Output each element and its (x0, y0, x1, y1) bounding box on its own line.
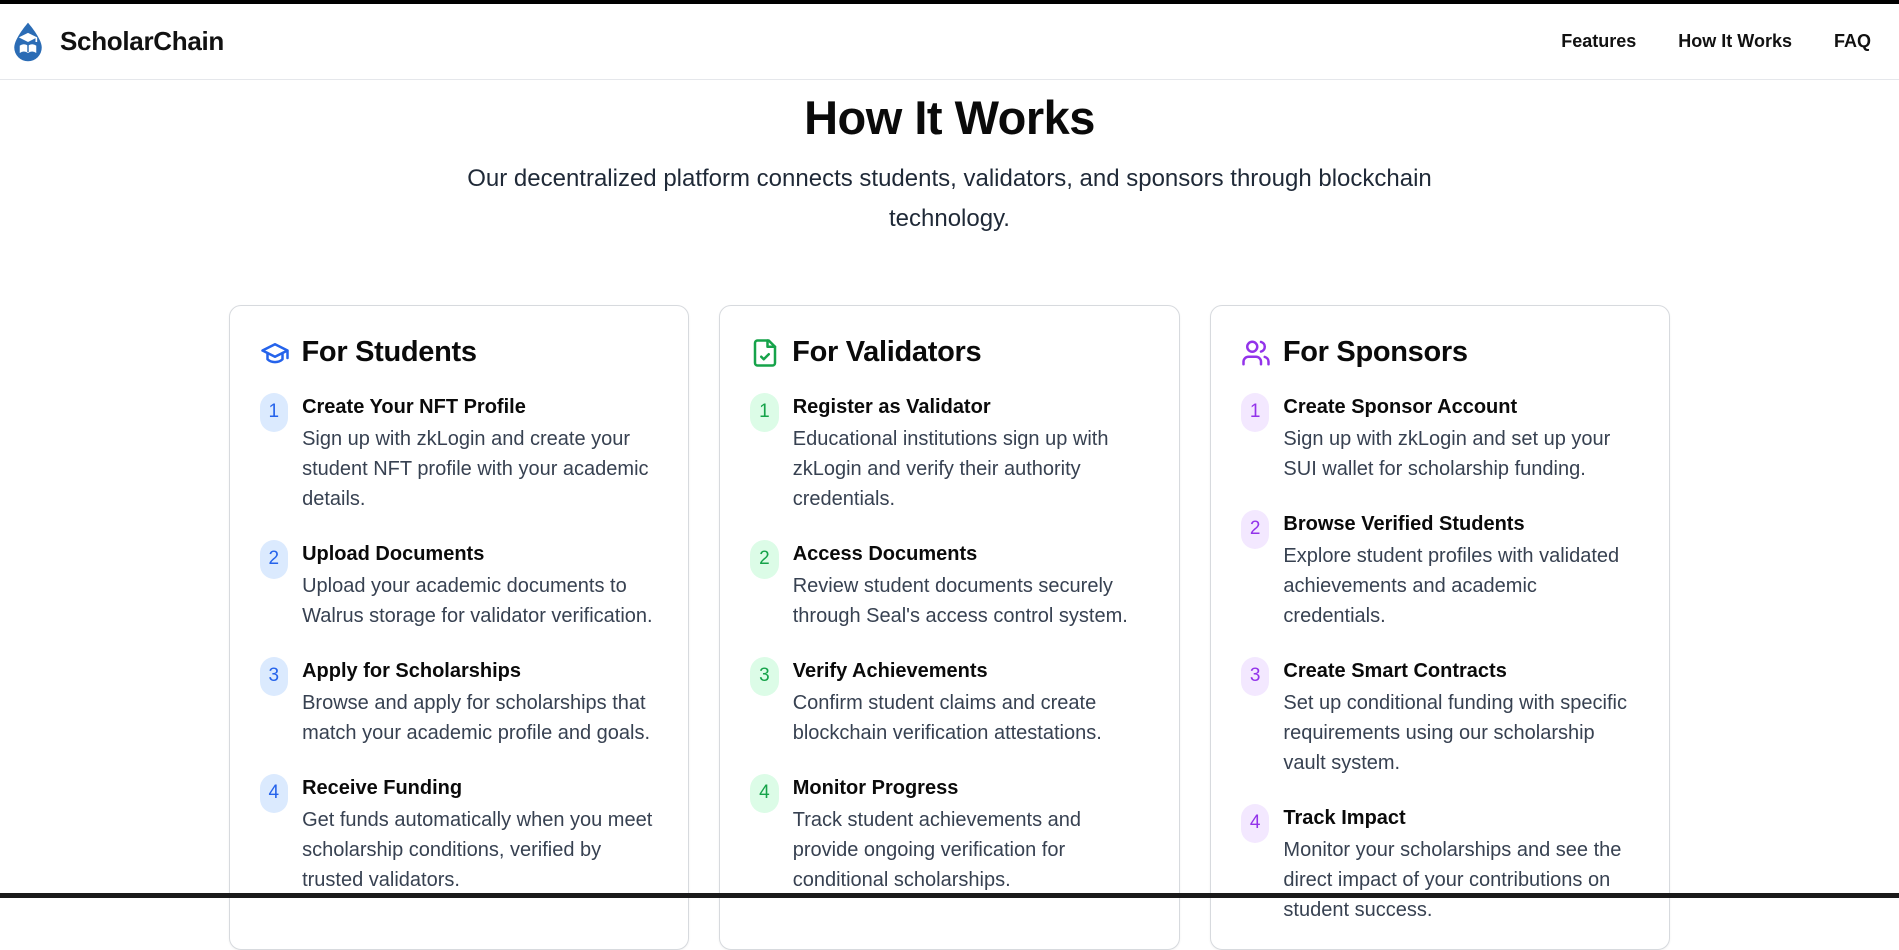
main-nav: Features How It Works FAQ (1561, 31, 1871, 52)
step-description: Explore student profiles with validated … (1283, 545, 1620, 627)
step-number-badge: 4 (259, 774, 289, 813)
card-validators-header: For Validators (750, 336, 1149, 369)
step: 2 Access Documents Review student docume… (750, 540, 1149, 631)
role-cards: For Students 1 Create Your NFT Profile S… (228, 305, 1671, 950)
step: 4 Track Impact Monitor your scholarships… (1240, 804, 1640, 925)
step-description: Monitor your scholarships and see the di… (1283, 839, 1622, 921)
window-bottom-edge (0, 893, 1899, 898)
card-title: For Sponsors (1282, 336, 1468, 368)
step-description: Sign up with zkLogin and create your stu… (302, 428, 649, 510)
step-number-badge: 1 (259, 393, 289, 432)
step-title: Receive Funding (302, 777, 463, 799)
nav-link-how-it-works[interactable]: How It Works (1678, 31, 1792, 51)
step-number-badge: 1 (1240, 393, 1270, 432)
step-description: Upload your academic documents to Walrus… (302, 575, 653, 627)
brand-name: ScholarChain (60, 26, 224, 56)
step-number-badge: 1 (750, 393, 779, 432)
step: 4 Monitor Progress Track student achieve… (750, 774, 1149, 895)
card-title: For Students (301, 336, 478, 368)
step: 2 Browse Verified Students Explore stude… (1240, 510, 1640, 631)
page-title: How It Works (804, 91, 1095, 144)
step-title: Monitor Progress (792, 777, 959, 799)
step-title: Register as Validator (792, 396, 991, 418)
card-for-students: For Students 1 Create Your NFT Profile S… (228, 305, 690, 950)
step-number-badge: 2 (259, 540, 289, 579)
step-number-badge: 2 (1240, 510, 1270, 549)
how-it-works-section: How It Works Our decentralized platform … (0, 80, 1899, 239)
card-for-sponsors: For Sponsors 1 Create Sponsor Account Si… (1209, 305, 1671, 950)
users-icon (1242, 340, 1270, 365)
step-number-badge: 2 (750, 540, 779, 579)
nav-link-faq[interactable]: FAQ (1833, 31, 1871, 51)
step-title: Verify Achievements (792, 660, 988, 682)
step-title: Access Documents (792, 543, 978, 565)
step-description: Sign up with zkLogin and set up your SUI… (1283, 428, 1611, 480)
step: 2 Upload Documents Upload your academic … (259, 540, 659, 631)
window-top-edge (0, 0, 1899, 4)
step-description: Educational institutions sign up with zk… (792, 428, 1109, 510)
step-description: Get funds automatically when you meet sc… (302, 809, 653, 891)
step: 3 Apply for Scholarships Browse and appl… (259, 657, 659, 748)
step-description: Track student achievements and provide o… (792, 809, 1082, 891)
step-number-badge: 3 (750, 657, 779, 696)
step-title: Browse Verified Students (1283, 513, 1525, 535)
step-title: Upload Documents (302, 543, 485, 565)
step: 3 Create Smart Contracts Set up conditio… (1240, 657, 1640, 778)
step-description: Review student documents securely throug… (792, 575, 1128, 627)
step-title: Apply for Scholarships (302, 660, 522, 682)
step-number-badge: 4 (1240, 804, 1270, 843)
file-check-icon (753, 338, 777, 367)
step: 4 Receive Funding Get funds automaticall… (259, 774, 659, 895)
site-header: ScholarChain Features How It Works FAQ (0, 4, 1899, 80)
card-students-header: For Students (260, 336, 659, 369)
card-sponsors-header: For Sponsors (1241, 336, 1640, 369)
step-number-badge: 4 (750, 774, 779, 813)
graduation-cap-icon (260, 342, 289, 363)
step-title: Create Sponsor Account (1283, 396, 1518, 418)
nav-link-features[interactable]: Features (1561, 31, 1637, 51)
scholarchain-logo-icon (14, 22, 42, 61)
step-description: Confirm student claims and create blockc… (792, 692, 1102, 744)
step-title: Track Impact (1283, 807, 1406, 829)
step: 3 Verify Achievements Confirm student cl… (750, 657, 1149, 748)
step-title: Create Your NFT Profile (302, 396, 526, 418)
card-title: For Validators (792, 336, 982, 368)
step: 1 Create Your NFT Profile Sign up with z… (259, 393, 659, 514)
step-number-badge: 3 (259, 657, 289, 696)
step: 1 Register as Validator Educational inst… (750, 393, 1149, 514)
page-subtitle: Our decentralized platform connects stud… (467, 165, 1432, 232)
step-number-badge: 3 (1240, 657, 1270, 696)
brand[interactable]: ScholarChain (6, 20, 224, 64)
step: 1 Create Sponsor Account Sign up with zk… (1240, 393, 1640, 484)
step-description: Set up conditional funding with specific… (1283, 692, 1627, 774)
step-description: Browse and apply for scholarships that m… (302, 692, 651, 744)
step-title: Create Smart Contracts (1283, 660, 1507, 682)
card-for-validators: For Validators 1 Register as Validator E… (719, 305, 1180, 950)
